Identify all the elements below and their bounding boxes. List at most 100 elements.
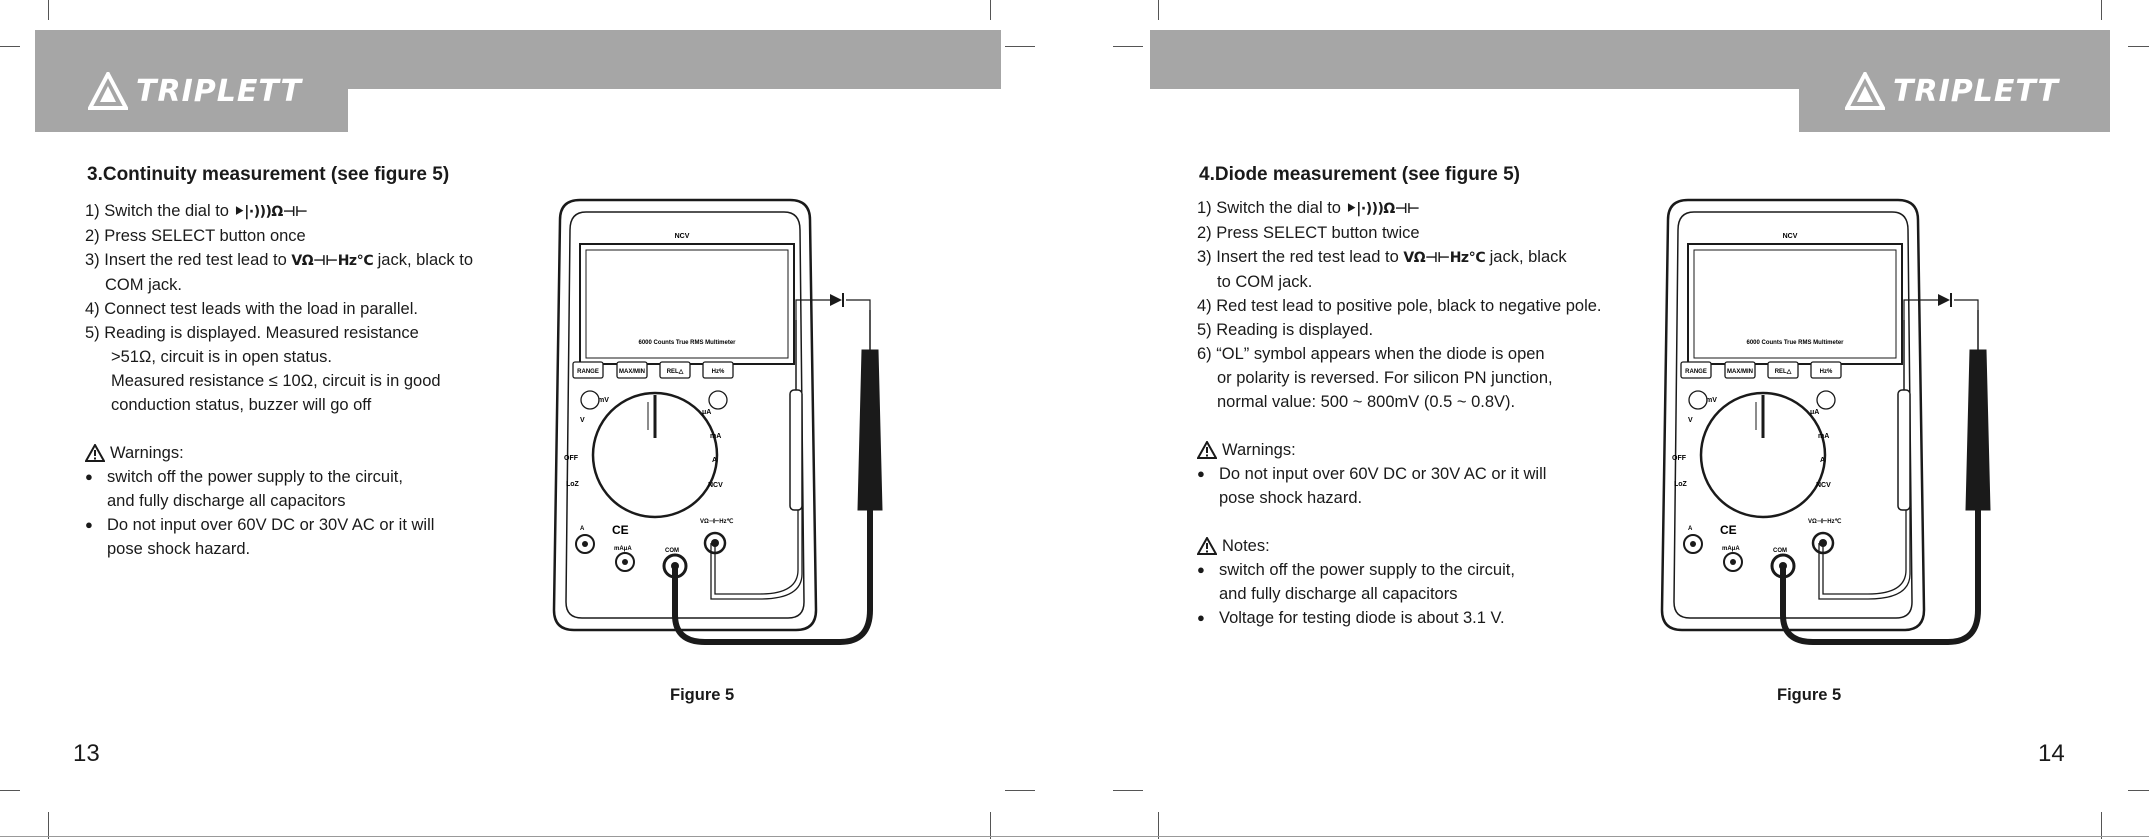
step-3: 3) Insert the red test lead to VΩ⊣⊢Hz℃ j… bbox=[85, 251, 473, 269]
step-1: 1) Switch the dial to ⯈|·)))Ω⊣⊢ bbox=[85, 202, 308, 220]
crop-mark bbox=[1158, 812, 1159, 839]
ce-mark: CE bbox=[612, 523, 629, 537]
crop-mark bbox=[2101, 812, 2102, 839]
dial-symbol: ⯈|·)))Ω⊣⊢ bbox=[233, 204, 308, 220]
model-label: 6000 Counts True RMS Multimeter bbox=[638, 340, 736, 346]
step-6-cont: normal value: 500 ~ 800mV (0.5 ~ 0.8V). bbox=[1217, 393, 1516, 411]
brand-logo: TRIPLETT bbox=[88, 72, 302, 110]
svg-text:mAμA: mAμA bbox=[614, 546, 632, 552]
note-item: ●switch off the power supply to the circ… bbox=[1197, 558, 1602, 582]
svg-text:μA: μA bbox=[702, 409, 711, 416]
test-leads bbox=[672, 299, 883, 645]
crop-mark bbox=[1158, 0, 1159, 20]
step-3-cont: to COM jack. bbox=[1217, 273, 1313, 291]
notes-heading: Notes: bbox=[1197, 534, 1602, 558]
step-5: 5) Reading is displayed. bbox=[1197, 321, 1374, 339]
crop-mark bbox=[1005, 46, 1035, 47]
svg-text:μA: μA bbox=[1810, 409, 1819, 416]
step-5: 5) Reading is displayed. Measured resist… bbox=[85, 324, 419, 342]
maxmin-button-label: MAX/MIN bbox=[619, 369, 645, 375]
ncv-label: NCV bbox=[1783, 233, 1798, 240]
header-band bbox=[1150, 30, 2110, 89]
step-2: 2) Press SELECT button twice bbox=[1197, 224, 1420, 242]
lcd-screen bbox=[579, 243, 795, 365]
warning-triangle-icon bbox=[85, 444, 105, 462]
note-item-cont: and fully discharge all capacitors bbox=[1219, 585, 1458, 603]
step-3-cont: COM jack. bbox=[105, 276, 183, 294]
function-buttons: RANGE MAX/MIN REL△ Hz% bbox=[1680, 361, 1842, 379]
bullet-icon: ● bbox=[1197, 562, 1205, 577]
step-1: 1) Switch the dial to ⯈|·)))Ω⊣⊢ bbox=[1197, 199, 1420, 217]
page-number: 14 bbox=[2038, 740, 2065, 767]
svg-text:OFF: OFF bbox=[564, 455, 579, 462]
svg-text:COM: COM bbox=[665, 548, 679, 554]
triplett-logo-icon bbox=[1845, 72, 1885, 110]
bullet-icon: ● bbox=[1197, 610, 1205, 625]
range-button bbox=[572, 361, 604, 379]
crop-mark bbox=[1113, 790, 1143, 791]
jack-symbol: VΩ⊣⊢Hz℃ bbox=[1403, 250, 1486, 266]
maxmin-button-label: MAX/MIN bbox=[1727, 369, 1753, 375]
crop-mark bbox=[48, 812, 49, 839]
note-item: ●Voltage for testing diode is about 3.1 … bbox=[1197, 606, 1602, 630]
step-3: 3) Insert the red test lead to VΩ⊣⊢Hz℃ j… bbox=[1197, 248, 1567, 266]
lcd-inner bbox=[1693, 249, 1897, 359]
step-5-cont: Measured resistance ≤ 10Ω, circuit is in… bbox=[111, 372, 441, 390]
svg-text:VΩ⊣⊢Hz℃: VΩ⊣⊢Hz℃ bbox=[1808, 517, 1842, 525]
svg-text:A: A bbox=[1820, 457, 1825, 464]
crop-mark bbox=[2101, 0, 2102, 20]
model-label: 6000 Counts True RMS Multimeter bbox=[1746, 340, 1844, 346]
svg-text:mAμA: mAμA bbox=[1722, 546, 1740, 552]
header-band bbox=[35, 30, 1001, 89]
svg-text:COM: COM bbox=[1773, 548, 1787, 554]
select-button bbox=[1688, 390, 1708, 410]
maxmin-button bbox=[1724, 361, 1756, 379]
warnings-heading: Warnings: bbox=[1197, 438, 1602, 462]
svg-text:mA: mA bbox=[1818, 433, 1829, 440]
rel-button-label: REL△ bbox=[1775, 368, 1792, 375]
step-4: 4) Red test lead to positive pole, black… bbox=[1197, 297, 1602, 315]
crop-mark bbox=[2128, 790, 2149, 791]
hz-button bbox=[1810, 361, 1842, 379]
svg-text:V: V bbox=[1688, 417, 1693, 424]
svg-text:VΩ⊣⊢Hz℃: VΩ⊣⊢Hz℃ bbox=[700, 517, 734, 525]
maxmin-button bbox=[616, 361, 648, 379]
jack-symbol: VΩ⊣⊢Hz℃ bbox=[291, 253, 374, 269]
jack-labels: A mAμA COM VΩ⊣⊢Hz℃ bbox=[580, 517, 734, 554]
bullet-icon: ● bbox=[85, 469, 93, 484]
instruction-list: 1) Switch the dial to ⯈|·)))Ω⊣⊢ 2) Press… bbox=[85, 199, 473, 561]
warning-item-cont: and fully discharge all capacitors bbox=[107, 492, 346, 510]
svg-text:NCV: NCV bbox=[1816, 482, 1831, 489]
crop-mark bbox=[1005, 790, 1035, 791]
svg-text:LoZ: LoZ bbox=[1674, 481, 1688, 488]
section-title: 3.Continuity measurement (see figure 5) bbox=[87, 164, 450, 185]
lcd-screen bbox=[1687, 243, 1903, 365]
range-button bbox=[1680, 361, 1712, 379]
warnings-heading: Warnings: bbox=[85, 441, 473, 465]
ce-mark: CE bbox=[1720, 523, 1737, 537]
hold-button bbox=[1816, 390, 1836, 410]
ncv-label: NCV bbox=[675, 233, 690, 240]
section-title: 4.Diode measurement (see figure 5) bbox=[1199, 164, 1520, 185]
svg-text:A: A bbox=[580, 526, 585, 532]
crop-mark bbox=[0, 790, 20, 791]
crop-mark bbox=[1113, 46, 1143, 47]
multimeter-figure: NCV 6000 Counts True RMS Multimeter RANG… bbox=[1660, 198, 1991, 645]
page-number: 13 bbox=[73, 740, 100, 767]
crop-mark bbox=[990, 0, 991, 20]
test-leads bbox=[1780, 299, 1991, 645]
warning-item: ●switch off the power supply to the circ… bbox=[85, 465, 473, 489]
select-button bbox=[580, 390, 600, 410]
crop-mark bbox=[2128, 46, 2149, 47]
crop-mark bbox=[0, 46, 20, 47]
bullet-icon: ● bbox=[85, 517, 93, 532]
rotary-dial bbox=[1699, 391, 1827, 519]
rotary-dial bbox=[591, 391, 719, 519]
svg-text:NCV: NCV bbox=[708, 482, 723, 489]
header-band bbox=[1799, 89, 2110, 132]
warning-item-cont: pose shock hazard. bbox=[107, 540, 251, 558]
range-button-label: RANGE bbox=[1685, 369, 1707, 375]
header-band bbox=[35, 89, 348, 132]
step-4: 4) Connect test leads with the load in p… bbox=[85, 300, 418, 318]
crop-mark bbox=[48, 0, 49, 20]
